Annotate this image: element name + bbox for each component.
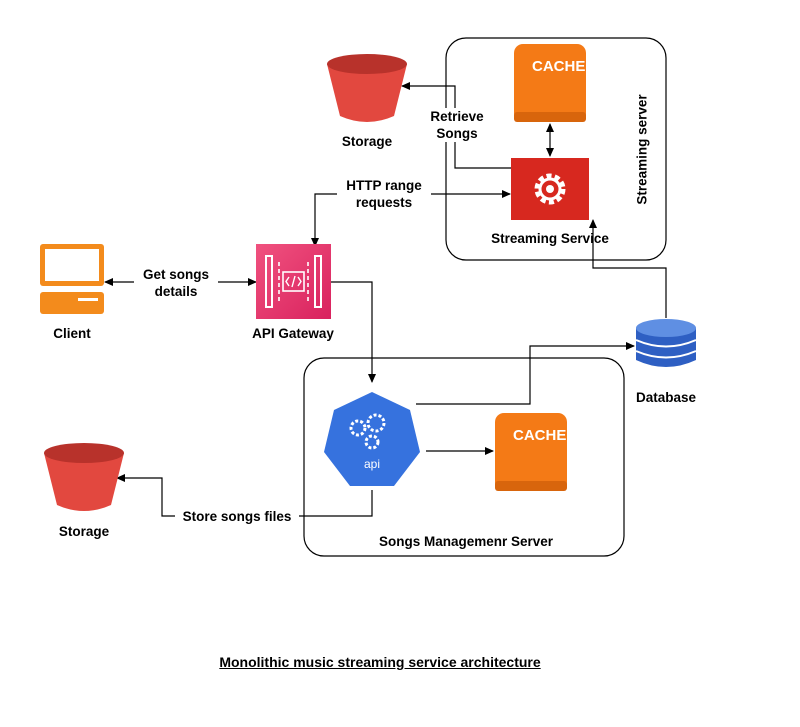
diagram-caption: Monolithic music streaming service archi…: [219, 654, 541, 670]
api-badge-label: api: [363, 457, 380, 471]
songs-management-server-group-label: Songs Managemenr Server: [378, 534, 554, 549]
streaming-server-group: [445, 37, 667, 261]
storage-top-icon: [327, 54, 407, 122]
edge-gateway-api: [331, 281, 376, 383]
streaming-service-icon: [511, 158, 589, 220]
store-songs-files-label: Store songs files: [175, 508, 299, 525]
storage-bottom-label: Storage: [58, 524, 110, 539]
client-label: Client: [53, 326, 91, 341]
songs-management-server-group: [303, 357, 625, 557]
retrieve-songs-label: Retrieve Songs: [425, 108, 489, 142]
cache-top-label: CACHE: [532, 58, 586, 75]
retrieve-line-2: Songs: [436, 126, 478, 141]
http-line-1: HTTP range: [346, 178, 422, 193]
api-gateway-icon: [256, 244, 331, 319]
storage-bottom-icon: [44, 443, 124, 511]
cache-bottom-label: CACHE: [513, 427, 567, 444]
streaming-server-group-label: Streaming server: [634, 94, 650, 205]
edge-streaming-database: [589, 219, 667, 318]
edge-store-songs-files: [116, 474, 373, 517]
edge-api-database: [416, 342, 635, 405]
http-line-2: requests: [355, 195, 413, 210]
streaming-service-label: Streaming Service: [491, 231, 609, 246]
api-gateway-label: API Gateway: [252, 326, 334, 341]
database-label: Database: [635, 390, 697, 405]
cache-top-icon: [514, 44, 586, 122]
get-line-2: details: [154, 284, 198, 299]
api-service-icon: [324, 392, 420, 486]
http-range-label: HTTP range requests: [337, 177, 431, 211]
retrieve-line-1: Retrieve: [430, 109, 484, 124]
edge-http-range: [311, 190, 511, 247]
get-line-1: Get songs: [142, 267, 209, 282]
get-songs-details-label: Get songs details: [134, 266, 218, 300]
database-icon: [635, 319, 697, 367]
cache-bottom-icon: [495, 413, 567, 491]
storage-top-label: Storage: [341, 134, 393, 149]
client-computer-icon: [40, 244, 104, 314]
